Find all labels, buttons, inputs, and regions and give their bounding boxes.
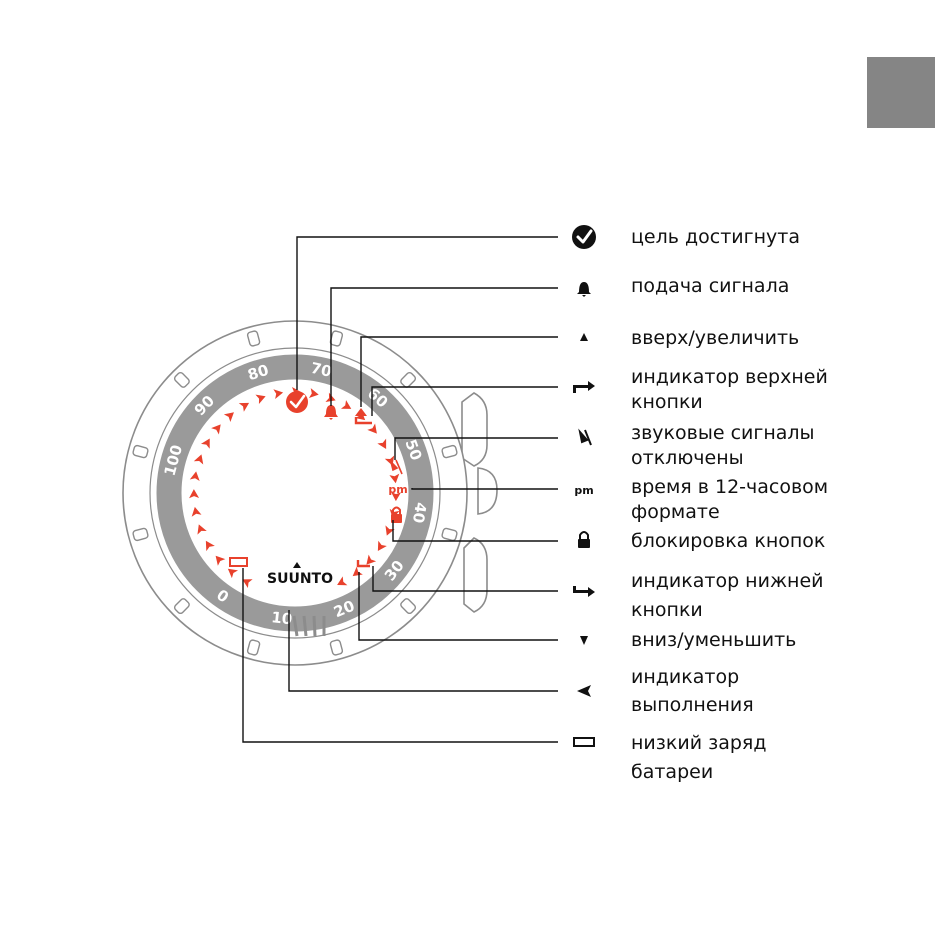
legend-label-battery: низкий заряд батареи <box>631 729 931 787</box>
legend-label-upper-button: индикатор верхней кнопки <box>631 365 931 415</box>
legend-label-down: вниз/уменьшить <box>631 628 931 653</box>
legend-label-lower-button: индикатор нижней кнопки <box>631 567 931 625</box>
legend-label-sound-off: звуковые сигналы отключены <box>631 421 931 471</box>
legend-label-up: вверх/увеличить <box>631 326 931 351</box>
legend-label-12h: время в 12-часовом формате <box>631 475 931 525</box>
legend-label-button-lock: блокировка кнопок <box>631 529 931 554</box>
legend-label-progress: индикатор выполнения <box>631 663 931 719</box>
legend-label-alarm: подача сигнала <box>631 274 931 299</box>
legend-label-goal-reached: цель достигнута <box>631 225 931 250</box>
